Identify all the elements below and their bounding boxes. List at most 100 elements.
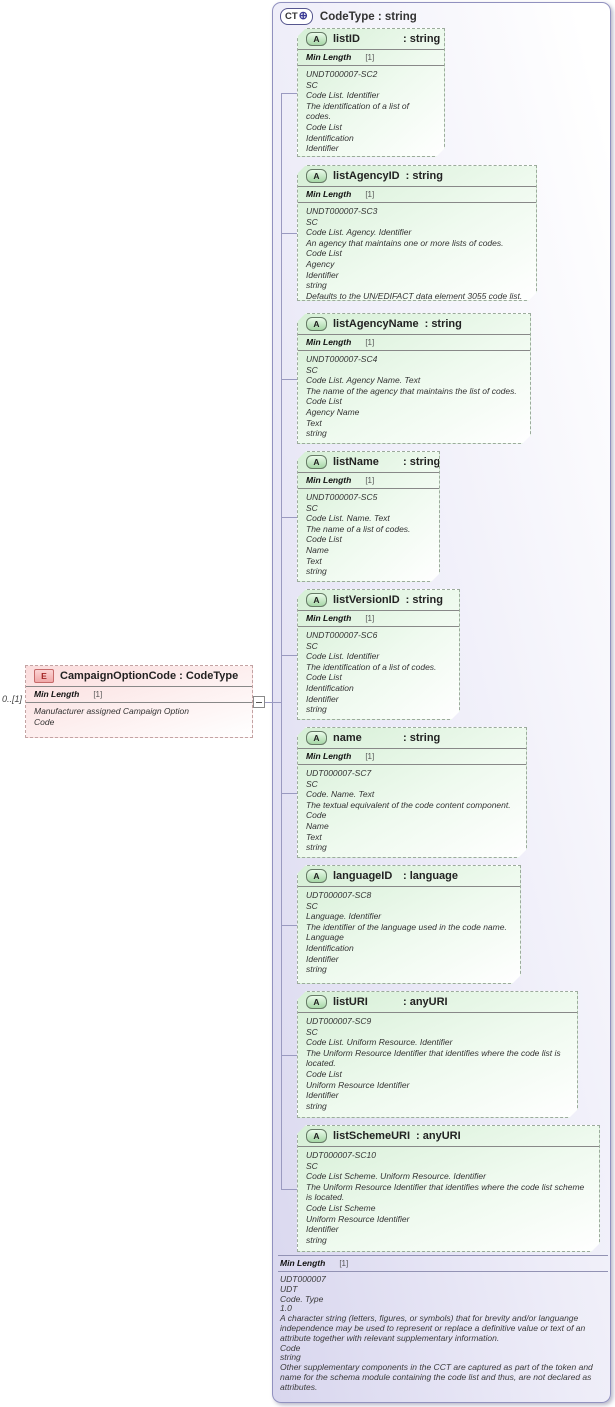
annotation-line: Code List [306, 534, 342, 545]
connector-trunk [281, 93, 282, 1190]
facet-row: Min Length [1] [298, 473, 439, 489]
connector-stub [281, 925, 297, 926]
plus-circle-icon: ⊕ [298, 10, 308, 22]
element-title: CampaignOptionCode : CodeType [60, 670, 239, 682]
annotation-line: UNDT000007-SC2 [306, 69, 378, 79]
annotation-line: Code List [306, 121, 342, 132]
complex-type-badge-label: CT [285, 11, 298, 22]
attribute-icon: A [306, 995, 327, 1009]
annotation-line: UNDT000007-SC5 [306, 492, 378, 502]
element-box[interactable]: E CampaignOptionCode : CodeType Min Leng… [25, 665, 253, 738]
attribute-box[interactable]: A name : string Min Length [1] UDT000007… [297, 727, 527, 858]
annotation-line: SC [306, 502, 318, 513]
attribute-box[interactable]: A listID : string Min Length [1] UNDT000… [297, 28, 445, 157]
facet-value: [1] [365, 752, 375, 761]
attribute-header: A listID : string [298, 29, 444, 50]
annotation-line: SC [306, 364, 318, 375]
facet-name: Min Length [280, 1258, 326, 1268]
connector-stub [281, 655, 297, 656]
attribute-header: A listURI : anyURI [298, 992, 577, 1013]
annotation-line: The Uniform Resource Identifier that ide… [306, 1181, 585, 1203]
complex-type-title: CodeType : string [319, 10, 417, 23]
element-icon: E [34, 669, 54, 683]
connector-stub [281, 93, 297, 94]
annotation-line: Code List Scheme [306, 1202, 376, 1213]
annotation-line: string [280, 1352, 301, 1363]
annotation-line: Code List Scheme. Uniform Resource. Iden… [306, 1171, 486, 1182]
facet-value: [1] [339, 1259, 349, 1268]
attribute-name: listVersionID [333, 594, 400, 606]
annotation-line: Code List. Uniform Resource. Identifier [306, 1037, 453, 1048]
annotation-line: Code. Name. Text [306, 789, 375, 800]
annotation-line: string [306, 1234, 327, 1245]
annotation-line: UNDT000007-SC3 [306, 206, 378, 216]
attribute-box[interactable]: A listAgencyID : string Min Length [1] U… [297, 165, 537, 301]
annotation-line: string [306, 428, 327, 439]
annotation-line: UNDT000007-SC6 [306, 630, 378, 640]
attribute-header: A listName : string [298, 452, 439, 473]
annotation-line: Code [306, 810, 327, 821]
connector-stub [281, 517, 297, 518]
attribute-type: : anyURI [416, 1130, 461, 1142]
attribute-name: listAgencyID [333, 170, 400, 182]
attribute-box[interactable]: A listAgencyName : string Min Length [1]… [297, 313, 531, 444]
attribute-icon: A [306, 731, 327, 745]
annotation-line: Identifier [306, 1090, 339, 1101]
attribute-box[interactable]: A listVersionID : string Min Length [1] … [297, 589, 460, 720]
collapse-handle[interactable] [253, 696, 265, 708]
attribute-box[interactable]: A listName : string Min Length [1] UNDT0… [297, 451, 440, 582]
facet-row: Min Length [1] [298, 187, 536, 203]
annotation-line: The name of the agency that maintains th… [306, 385, 517, 396]
attribute-name: listName [333, 456, 379, 468]
attribute-type: : string [405, 594, 443, 606]
annotation-line: Identifier [306, 1224, 339, 1235]
annotation-line: Identifier [306, 953, 339, 964]
annotation-line: string [306, 280, 327, 291]
annotation-line: SC [306, 640, 318, 651]
annotation-line: Uniform Resource Identifier [306, 1213, 410, 1224]
attribute-type: : anyURI [403, 996, 448, 1008]
annotation-line: Identifier [306, 693, 339, 704]
annotation-line: Code. Type [280, 1293, 324, 1304]
element-annotation: Manufacturer assigned Campaign Option Co… [26, 703, 252, 730]
attribute-type: : language [403, 870, 459, 882]
annotation-line: Text [306, 417, 322, 428]
attribute-header: A languageID : language [298, 866, 520, 887]
annotation-line: Code List [306, 672, 342, 683]
attribute-header: A listSchemeURI : anyURI [298, 1126, 599, 1147]
annotation-line: Name [306, 820, 329, 831]
annotation-line: Manufacturer assigned Campaign Option Co… [34, 706, 189, 727]
complex-type-header[interactable]: CT ⊕ CodeType : string [280, 8, 417, 25]
attribute-icon: A [306, 1129, 327, 1143]
facet-value: [1] [365, 53, 375, 62]
complex-type-badge: CT ⊕ [280, 8, 313, 25]
attribute-name: listID [333, 33, 360, 45]
annotation-line: Agency [306, 258, 335, 269]
complex-type-facet-row: Min Length [1] [278, 1255, 608, 1272]
facet-name: Min Length [306, 613, 352, 623]
annotation-line: A character string (letters, figures, or… [280, 1313, 586, 1343]
attribute-header: A listAgencyID : string [298, 166, 536, 187]
annotation-line: UDT000007-SC8 [306, 890, 372, 900]
annotation-line: UDT000007 [280, 1274, 326, 1284]
annotation-line: Code List. Agency. Identifier [306, 227, 412, 238]
facet-value: [1] [93, 690, 103, 699]
cardinality-label: 0..[1] [2, 694, 23, 704]
element-header: E CampaignOptionCode : CodeType [26, 666, 252, 687]
annotation-line: The textual equivalent of the code conte… [306, 799, 511, 810]
annotation-line: UDT000007-SC10 [306, 1150, 376, 1160]
attribute-icon: A [306, 32, 327, 46]
annotation-line: string [306, 704, 327, 715]
connector-stub [281, 379, 297, 380]
annotation-line: 1.0 [280, 1303, 292, 1314]
annotation-line: Identification [306, 132, 354, 143]
